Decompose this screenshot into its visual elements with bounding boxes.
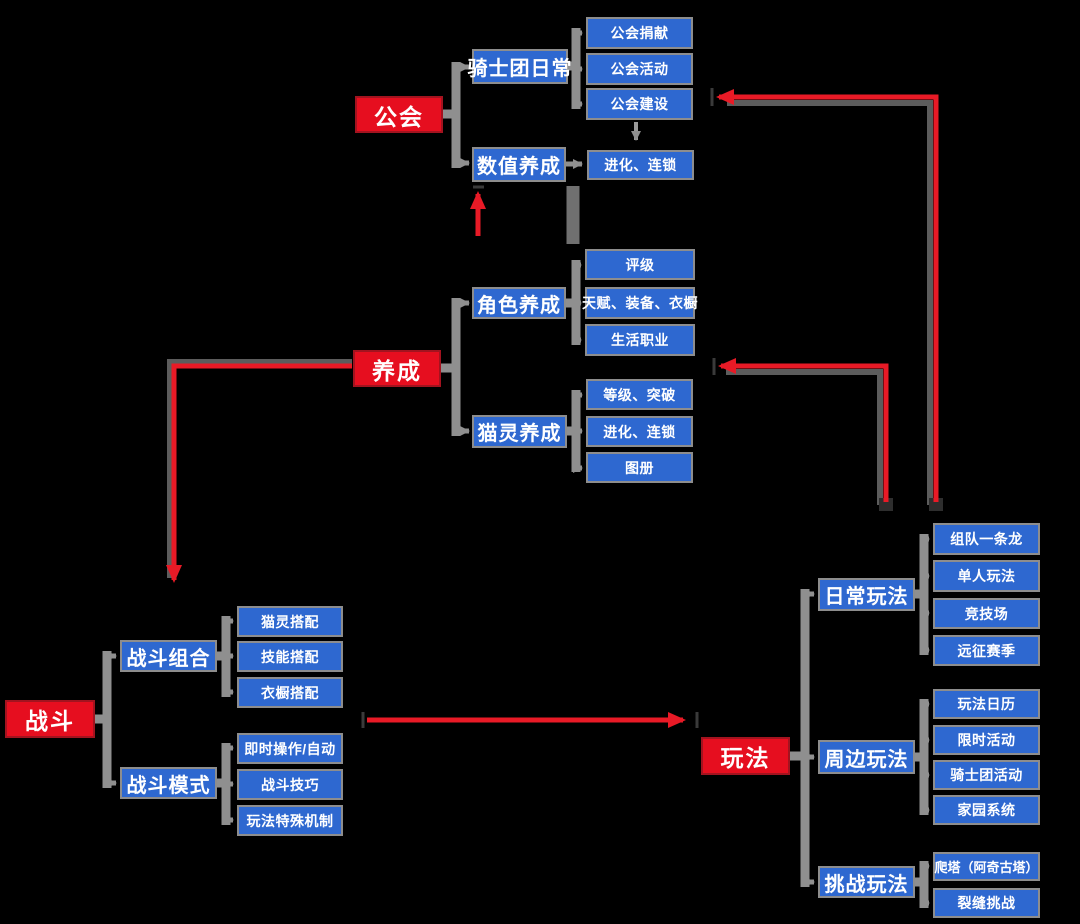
- node-guild: 公会: [355, 96, 443, 133]
- arrow-base-cap: [879, 498, 893, 511]
- node-gameplay: 玩法: [701, 737, 790, 775]
- red-arrow-daily-to-growth: [718, 358, 889, 502]
- node-talent-gear-wardrobe: 天赋、装备、衣橱: [582, 287, 698, 319]
- branch-battle-combo: [216, 616, 231, 697]
- node-character-growth: 角色养成: [472, 287, 566, 319]
- branch-gameplay: [789, 589, 810, 887]
- branch-battle-mode: [216, 743, 231, 825]
- branch-growth: [441, 298, 461, 436]
- arrow-base-cap: [929, 498, 943, 511]
- node-arena: 竞技场: [933, 598, 1040, 629]
- node-cat-spirit-setup: 猫灵搭配: [237, 606, 343, 637]
- node-special-mechanics: 玩法特殊机制: [237, 805, 343, 836]
- branch-daily-gameplay: [914, 534, 929, 655]
- node-wardrobe-setup: 衣橱搭配: [237, 677, 343, 708]
- branch-character-growth: [566, 260, 581, 345]
- node-evolve-chain-guild: 进化、连锁: [587, 150, 694, 180]
- node-daily-gameplay: 日常玩法: [818, 578, 915, 611]
- arrow-end-ticks: [361, 88, 716, 728]
- node-battle-skills: 战斗技巧: [237, 769, 343, 800]
- node-tower-climb: 爬塔（阿奇古塔）: [933, 852, 1040, 881]
- node-solo-gameplay: 单人玩法: [933, 560, 1040, 592]
- node-level-breakthrough: 等级、突破: [586, 379, 693, 410]
- node-guild-building: 公会建设: [586, 88, 693, 120]
- node-realtime-auto: 即时操作/自动: [237, 733, 343, 764]
- node-battle-combo: 战斗组合: [120, 640, 217, 672]
- branch-battle: [95, 651, 112, 788]
- node-skill-setup: 技能搭配: [237, 641, 343, 672]
- branch-peripheral-gameplay: [914, 699, 929, 815]
- node-numeric-growth: 数值养成: [472, 147, 566, 182]
- node-knight-order-daily: 骑士团日常: [468, 49, 572, 84]
- node-growth: 养成: [353, 350, 441, 387]
- branch-cat-spirit-growth: [566, 390, 581, 472]
- node-guild-donation: 公会捐献: [586, 17, 693, 49]
- node-timed-events: 限时活动: [933, 725, 1040, 755]
- node-life-profession: 生活职业: [585, 324, 695, 356]
- red-arrow-growth-to-battlecombo: [166, 363, 352, 583]
- node-rift-challenge: 裂缝挑战: [933, 888, 1040, 918]
- node-cat-spirit-growth: 猫灵养成: [472, 415, 567, 448]
- node-battle-mode: 战斗模式: [120, 767, 217, 799]
- node-knight-order-events: 骑士团活动: [933, 760, 1040, 790]
- child-arrow-stubs: [107, 28, 930, 908]
- red-arrow-daily-to-guildbuilding: [716, 89, 939, 502]
- node-evolve-chain-cat: 进化、连锁: [586, 416, 693, 447]
- node-expedition-season: 远征赛季: [933, 635, 1040, 666]
- node-guild-activity: 公会活动: [586, 53, 693, 85]
- node-challenge-gameplay: 挑战玩法: [818, 866, 915, 898]
- red-arrow-shadows: [167, 100, 933, 578]
- node-gameplay-calendar: 玩法日历: [933, 689, 1040, 719]
- node-catalog: 图册: [586, 452, 693, 483]
- node-battle: 战斗: [5, 700, 95, 738]
- branch-challenge-gameplay: [914, 861, 929, 908]
- red-cross-link-arrows: [166, 89, 939, 728]
- node-rating: 评级: [585, 249, 695, 280]
- branch-guild: [441, 62, 461, 168]
- node-home-system: 家园系统: [933, 795, 1040, 825]
- node-team-dragon: 组队一条龙: [933, 523, 1040, 555]
- node-peripheral-gameplay: 周边玩法: [818, 740, 915, 774]
